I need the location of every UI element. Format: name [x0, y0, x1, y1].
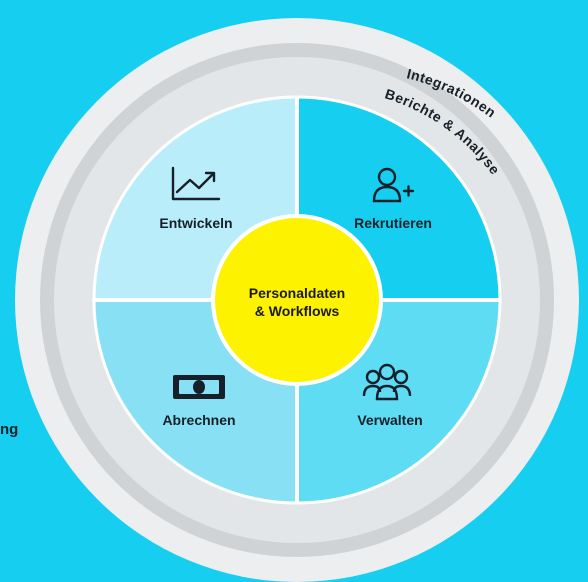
- people-group-icon: [362, 363, 412, 401]
- banknote-icon: [173, 375, 225, 399]
- quadrant-border: [92, 95, 502, 505]
- quadrant-label-abrechnen: Abrechnen: [162, 412, 235, 428]
- center-label-line2: & Workflows: [255, 303, 340, 319]
- trend-chart-icon: [171, 166, 221, 201]
- center-label-line1: Personaldaten: [249, 285, 345, 301]
- center-circle[interactable]: [215, 218, 379, 382]
- quadrant-label-rekrutieren: Rekrutieren: [354, 215, 432, 231]
- quadrant-label-entwickeln: Entwickeln: [159, 215, 232, 231]
- add-user-icon: [372, 167, 415, 203]
- cut-off-side-label: ng: [0, 421, 19, 438]
- quadrant-label-verwalten: Verwalten: [357, 412, 422, 428]
